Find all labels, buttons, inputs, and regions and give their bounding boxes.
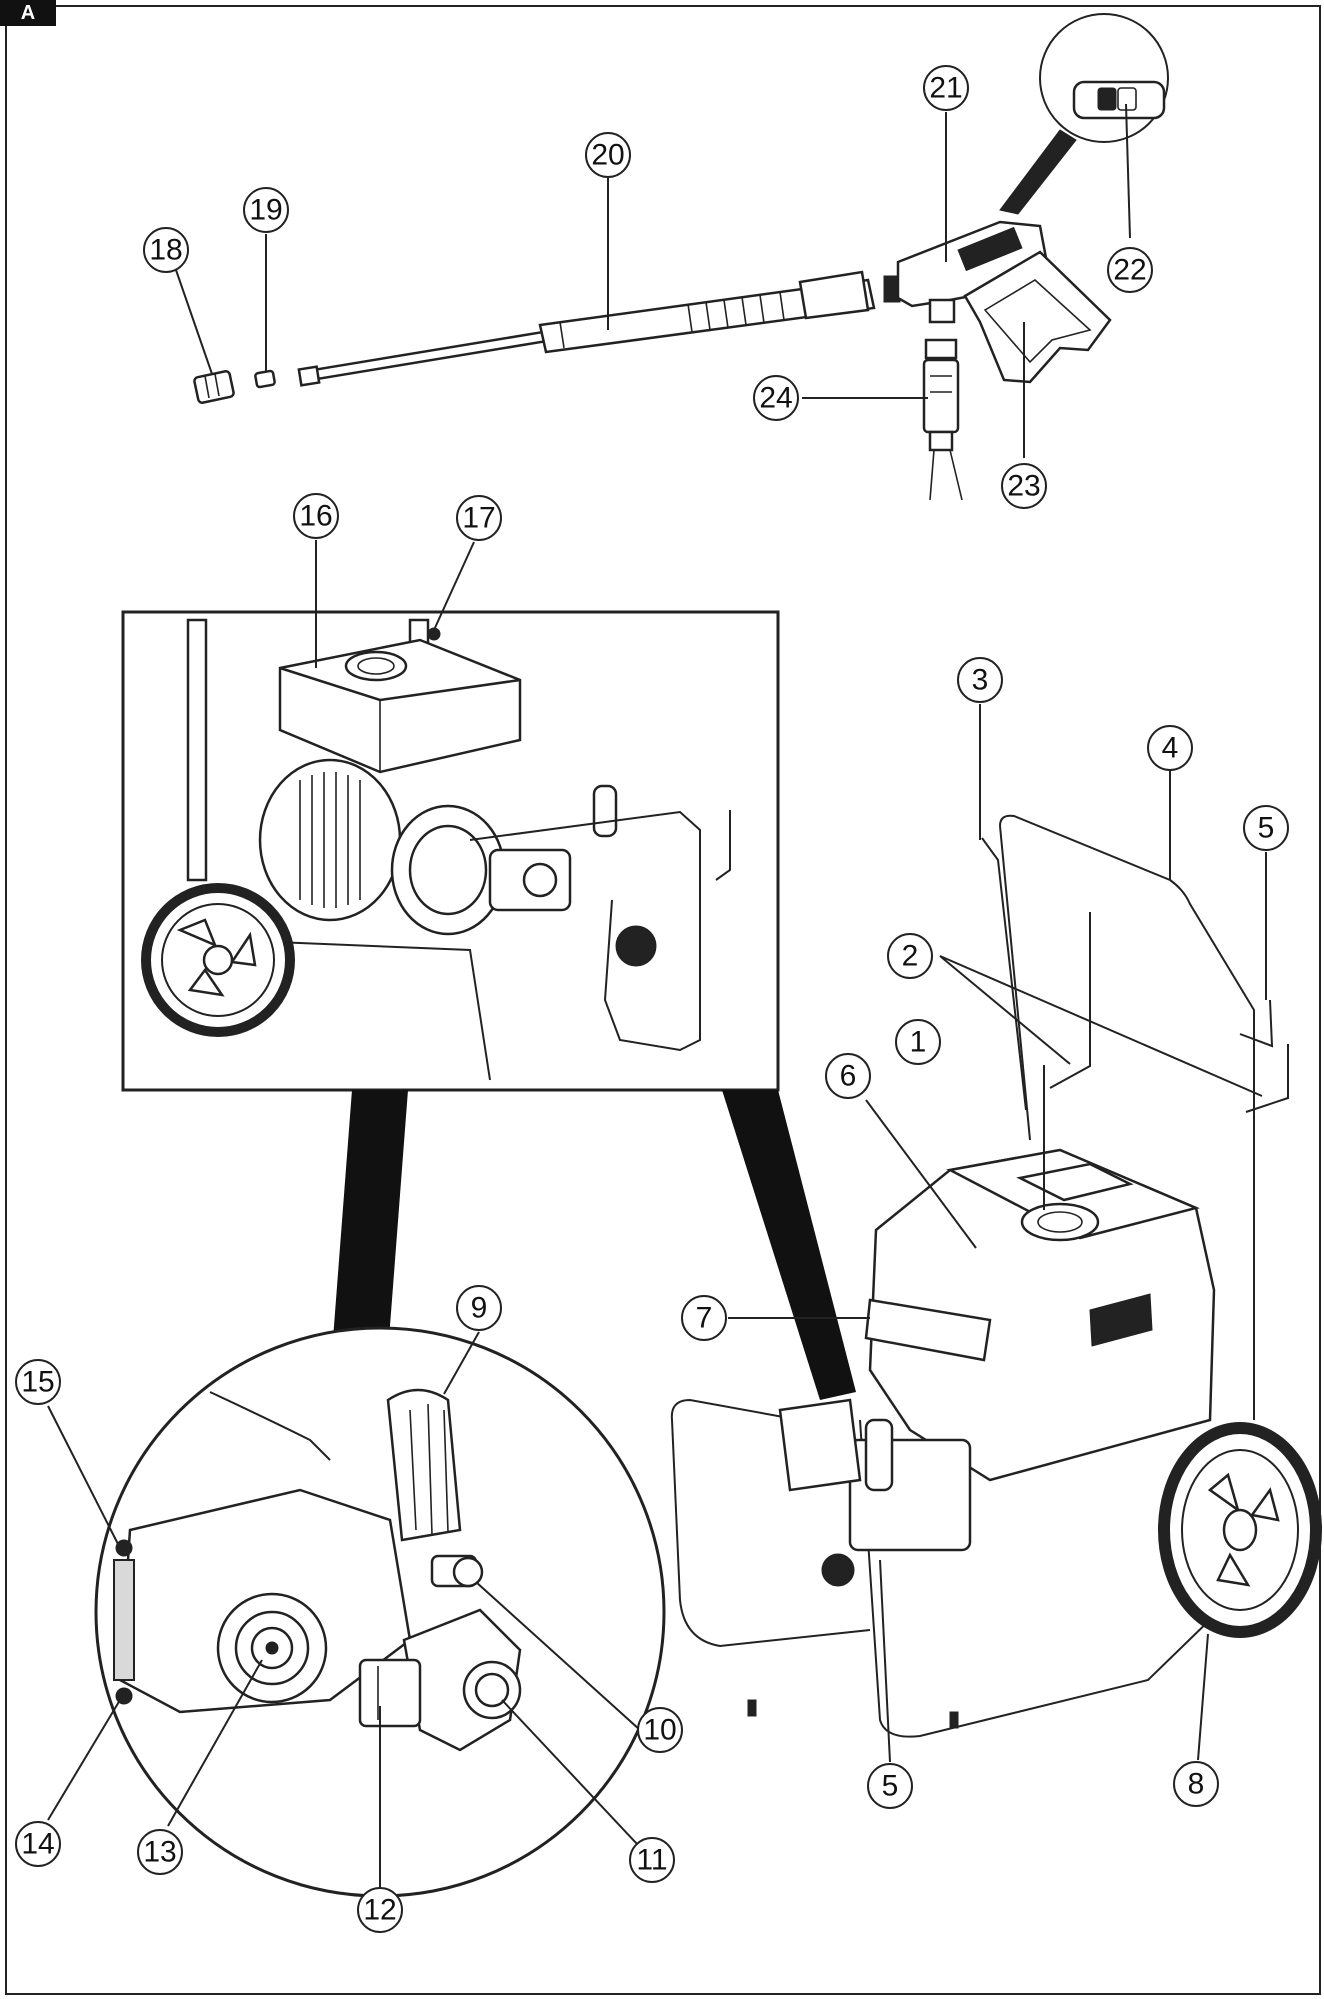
- callout-number: 21: [929, 72, 962, 105]
- nozzle-part: [193, 370, 235, 404]
- nozzle-tip-part: [254, 369, 276, 389]
- callout-number: 17: [462, 502, 495, 535]
- hose-connector-part: [922, 338, 963, 501]
- pump-detail-circle: [94, 1326, 666, 1898]
- lance-part: [297, 270, 876, 387]
- callout-number: 14: [21, 1828, 54, 1861]
- callout-number: 10: [643, 1714, 676, 1747]
- callout-number: 6: [840, 1060, 857, 1093]
- callout-number: 9: [471, 1292, 488, 1325]
- callout-number: 8: [1188, 1768, 1205, 1801]
- leader-lines: [47, 103, 1267, 1892]
- callout-15: 15: [15, 1359, 61, 1405]
- callout-number: 19: [249, 194, 282, 227]
- callout-10: 10: [637, 1707, 683, 1753]
- callout-number: 12: [363, 1894, 396, 1927]
- callout-16: 16: [293, 493, 339, 539]
- callout-number: 13: [143, 1836, 176, 1869]
- callout-17: 17: [456, 495, 502, 541]
- callout-1: 1: [895, 1019, 941, 1065]
- callout-22: 22: [1107, 247, 1153, 293]
- callout-5: 5: [867, 1763, 913, 1809]
- safety-lock-detail: [999, 13, 1169, 215]
- callout-number: 5: [1258, 812, 1275, 845]
- callout-21: 21: [923, 65, 969, 111]
- callout-number: 22: [1113, 254, 1146, 287]
- callout-24: 24: [753, 375, 799, 421]
- callout-number: 24: [759, 382, 792, 415]
- panel-label-box: A: [0, 0, 56, 26]
- callout-4: 4: [1147, 725, 1193, 771]
- callout-6: 6: [825, 1053, 871, 1099]
- callout-19: 19: [243, 187, 289, 233]
- pressure-washer-unit: [670, 814, 1322, 1738]
- zoom-wedge-right: [722, 1090, 856, 1400]
- callout-number: 4: [1162, 732, 1179, 765]
- callout-5: 5: [1243, 805, 1289, 851]
- callout-14: 14: [15, 1821, 61, 1867]
- callout-2: 2: [887, 933, 933, 979]
- callout-12: 12: [357, 1887, 403, 1933]
- spray-gun-part: [883, 220, 1112, 384]
- callout-number: 3: [972, 664, 989, 697]
- callout-number: 15: [21, 1366, 54, 1399]
- callout-11: 11: [629, 1837, 675, 1883]
- callout-13: 13: [137, 1829, 183, 1875]
- callout-9: 9: [456, 1285, 502, 1331]
- callout-7: 7: [681, 1295, 727, 1341]
- callout-3: 3: [957, 657, 1003, 703]
- callout-number: 11: [636, 1844, 667, 1877]
- spray-gun-assembly: [193, 13, 1169, 501]
- callout-number: 23: [1007, 470, 1040, 503]
- callout-23: 23: [1001, 463, 1047, 509]
- callout-18: 18: [143, 227, 189, 273]
- zoom-wedge-left: [332, 1090, 408, 1352]
- callout-number: 16: [299, 500, 332, 533]
- motor-inset-drawing: [141, 618, 731, 1081]
- callout-number: 2: [902, 940, 919, 973]
- panel-label: A: [21, 2, 35, 24]
- callout-20: 20: [585, 132, 631, 178]
- callout-number: 5: [882, 1770, 899, 1803]
- callout-number: 7: [696, 1302, 713, 1335]
- figure-frame: [5, 5, 1321, 1995]
- callout-number: 18: [149, 234, 182, 267]
- callout-number: 20: [591, 139, 624, 172]
- callout-8: 8: [1173, 1761, 1219, 1807]
- callout-number: 1: [910, 1026, 927, 1059]
